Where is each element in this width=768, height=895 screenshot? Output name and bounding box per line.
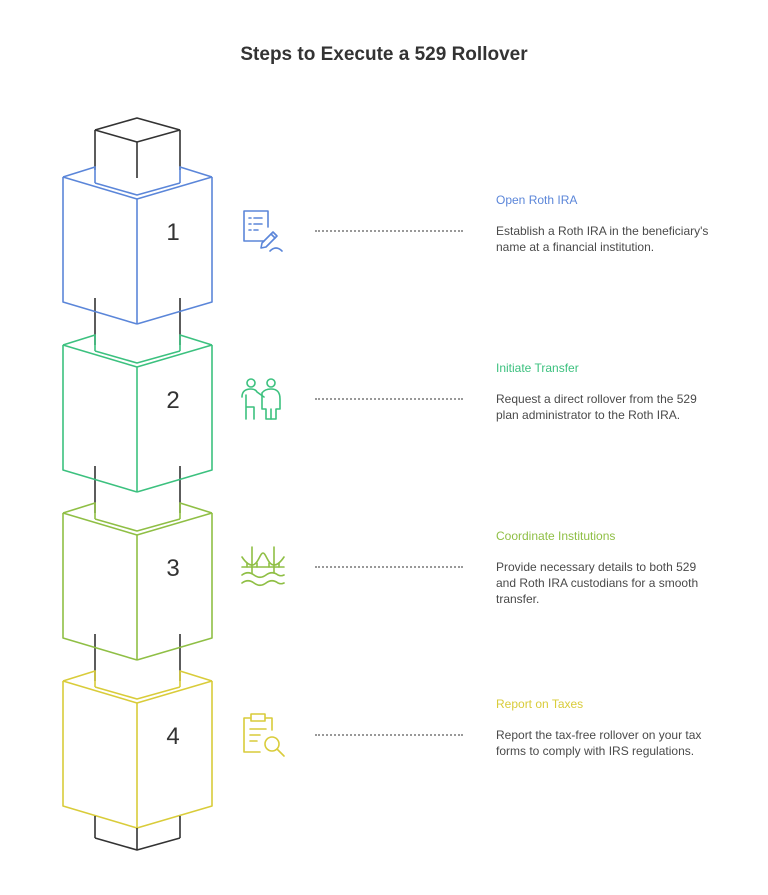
cube-4-rim-front [94, 686, 181, 700]
cube-2-rim-front [94, 350, 181, 364]
cube-1-rim-front [94, 182, 181, 196]
cube-3-right-face [136, 513, 213, 661]
cube-4-rim-left [62, 670, 96, 687]
shaft-bottom-edge [94, 837, 181, 851]
cube-3-rim-right [179, 502, 213, 519]
cube-1-left-face [62, 177, 138, 325]
cube-4-top-front-edge [62, 680, 213, 704]
cube-1-rim-left [62, 166, 96, 183]
cube-1-right-face [136, 177, 213, 325]
presenter-audience-icon [241, 378, 281, 420]
step-3-title: Coordinate Institutions [496, 529, 616, 543]
page-title: Steps to Execute a 529 Rollover [240, 44, 528, 65]
cube-1-top-front-edge [62, 176, 213, 200]
cube-3-left-face [62, 513, 138, 661]
step-4-title: Report on Taxes [496, 697, 584, 711]
cube-4-right-face [136, 681, 213, 829]
connector-3 [315, 566, 463, 568]
cube-2-right-face [136, 345, 213, 493]
cube-2-top-front-edge [62, 344, 213, 368]
step-4-description: Report the tax-free rollover on your tax… [496, 728, 702, 758]
step-1-number: 1 [166, 219, 180, 246]
step-3-number: 3 [166, 555, 180, 582]
cube-2-rim-right [179, 334, 213, 351]
cube-1-rim-right [179, 166, 213, 183]
step-3-description: Provide necessary details to both 529 an… [496, 560, 699, 606]
step-2-title: Initiate Transfer [496, 361, 579, 375]
connector-4 [315, 734, 463, 736]
connector-1 [315, 230, 463, 232]
shaft-top-front-edge [94, 129, 181, 143]
cube-4-rim-right [179, 670, 213, 687]
connector-2 [315, 398, 463, 400]
cube-3-rim-left [62, 502, 96, 519]
step-2-number: 2 [166, 387, 180, 414]
cube-3-rim-front [94, 518, 181, 532]
cube-2-left-face [62, 345, 138, 493]
cube-4-left-face [62, 681, 138, 829]
cube-2-rim-left [62, 334, 96, 351]
bridge-icon [241, 546, 285, 587]
cube-3-top-front-edge [62, 512, 213, 536]
step-1-title: Open Roth IRA [496, 193, 578, 207]
step-2-description: Request a direct rollover from the 529 p… [496, 392, 697, 422]
clipboard-search-icon [243, 713, 285, 757]
document-signing-icon [243, 210, 283, 252]
shaft-top-back-edge [94, 117, 181, 131]
step-4-number: 4 [166, 723, 180, 750]
step-1-description: Establish a Roth IRA in the beneficiary'… [496, 224, 709, 254]
